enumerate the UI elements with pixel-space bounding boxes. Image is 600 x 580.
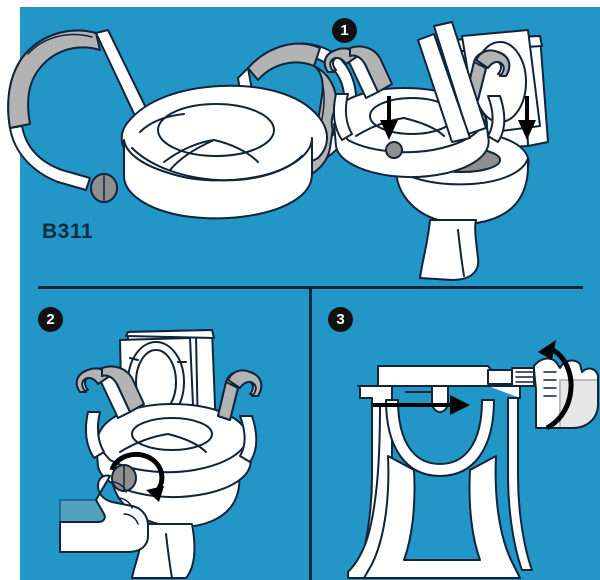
product-code-label: B311 [42, 220, 94, 243]
horizontal-divider [38, 286, 583, 289]
step-badge-2: 2 [38, 307, 63, 332]
step-badge-1: 1 [332, 18, 357, 43]
step-badge-3: 3 [328, 307, 353, 332]
vertical-divider [309, 289, 312, 580]
